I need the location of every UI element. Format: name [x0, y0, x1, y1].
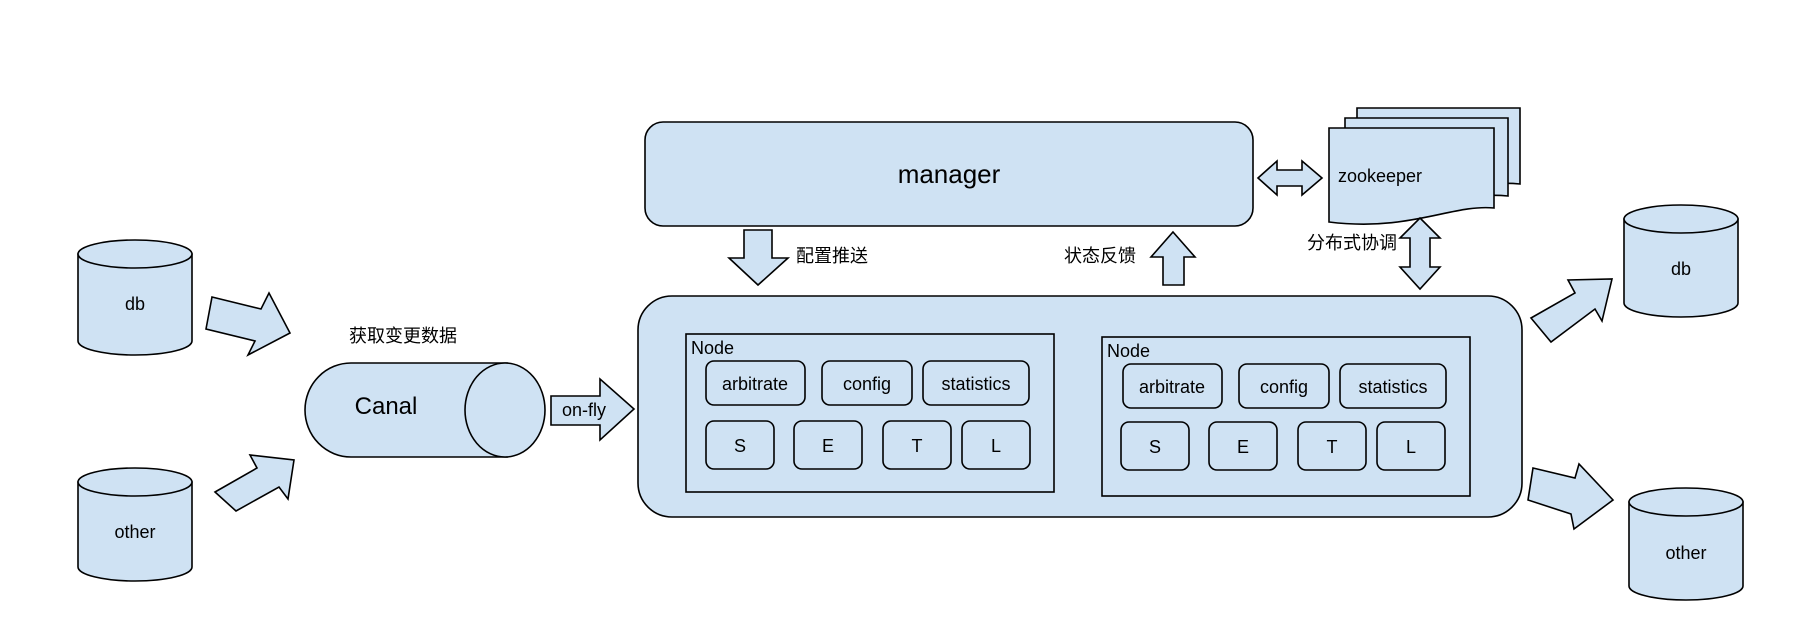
source-db-label: db	[125, 294, 145, 314]
manager-box: manager	[644, 121, 1254, 227]
node-2-config: config	[1260, 377, 1308, 397]
manager-label: manager	[898, 159, 1001, 189]
target-db-cylinder: db	[1623, 204, 1739, 318]
on-fly-label: on-fly	[562, 400, 606, 420]
source-db-cylinder: db	[77, 239, 193, 356]
node-2: Node arbitrate config statistics S E T L	[1101, 336, 1471, 497]
node-1-title: Node	[691, 338, 734, 358]
target-other-label: other	[1665, 543, 1706, 563]
zookeeper-label: zookeeper	[1338, 166, 1422, 186]
node-2-statistics: statistics	[1358, 377, 1427, 397]
arrow-to-target-db	[1529, 278, 1614, 344]
status-feedback-label: 状态反馈	[1064, 246, 1136, 267]
coordination-label: 分布式协调	[1307, 233, 1397, 254]
node-1-stage-l: L	[991, 436, 1001, 456]
coordination-arrow: 分布式协调	[1307, 216, 1442, 291]
node-1: Node arbitrate config statistics S E T L	[685, 333, 1055, 493]
node-2-title: Node	[1107, 341, 1150, 361]
canal-label: Canal	[355, 393, 418, 420]
config-push-label: 配置推送	[796, 246, 868, 267]
node-2-stage-t: T	[1327, 437, 1338, 457]
node-1-stage-t: T	[912, 436, 923, 456]
node-2-stage-l: L	[1406, 437, 1416, 457]
node-1-config: config	[843, 374, 891, 394]
node-2-arbitrate: arbitrate	[1139, 377, 1205, 397]
canal-cylinder: Canal	[304, 362, 546, 458]
target-other-cylinder: other	[1628, 487, 1744, 601]
node-1-statistics: statistics	[941, 374, 1010, 394]
canal-caption: 获取变更数据	[349, 326, 457, 347]
arrow-db-to-canal	[205, 291, 292, 357]
source-other-cylinder: other	[77, 467, 193, 582]
manager-zookeeper-arrow	[1256, 159, 1324, 197]
target-db-label: db	[1671, 259, 1691, 279]
source-other-label: other	[114, 522, 155, 542]
node-1-stage-e: E	[822, 436, 834, 456]
arrow-other-to-canal	[213, 454, 295, 512]
config-push-arrow: 配置推送	[726, 229, 868, 287]
on-fly-arrow: on-fly	[550, 377, 636, 442]
node-1-arbitrate: arbitrate	[722, 374, 788, 394]
node-2-stage-e: E	[1237, 437, 1249, 457]
node-1-stage-s: S	[734, 436, 746, 456]
node-2-stage-s: S	[1149, 437, 1161, 457]
status-feedback-arrow: 状态反馈	[1064, 230, 1197, 286]
arrow-to-target-other	[1527, 462, 1615, 531]
zookeeper-docs: zookeeper	[1328, 107, 1521, 225]
